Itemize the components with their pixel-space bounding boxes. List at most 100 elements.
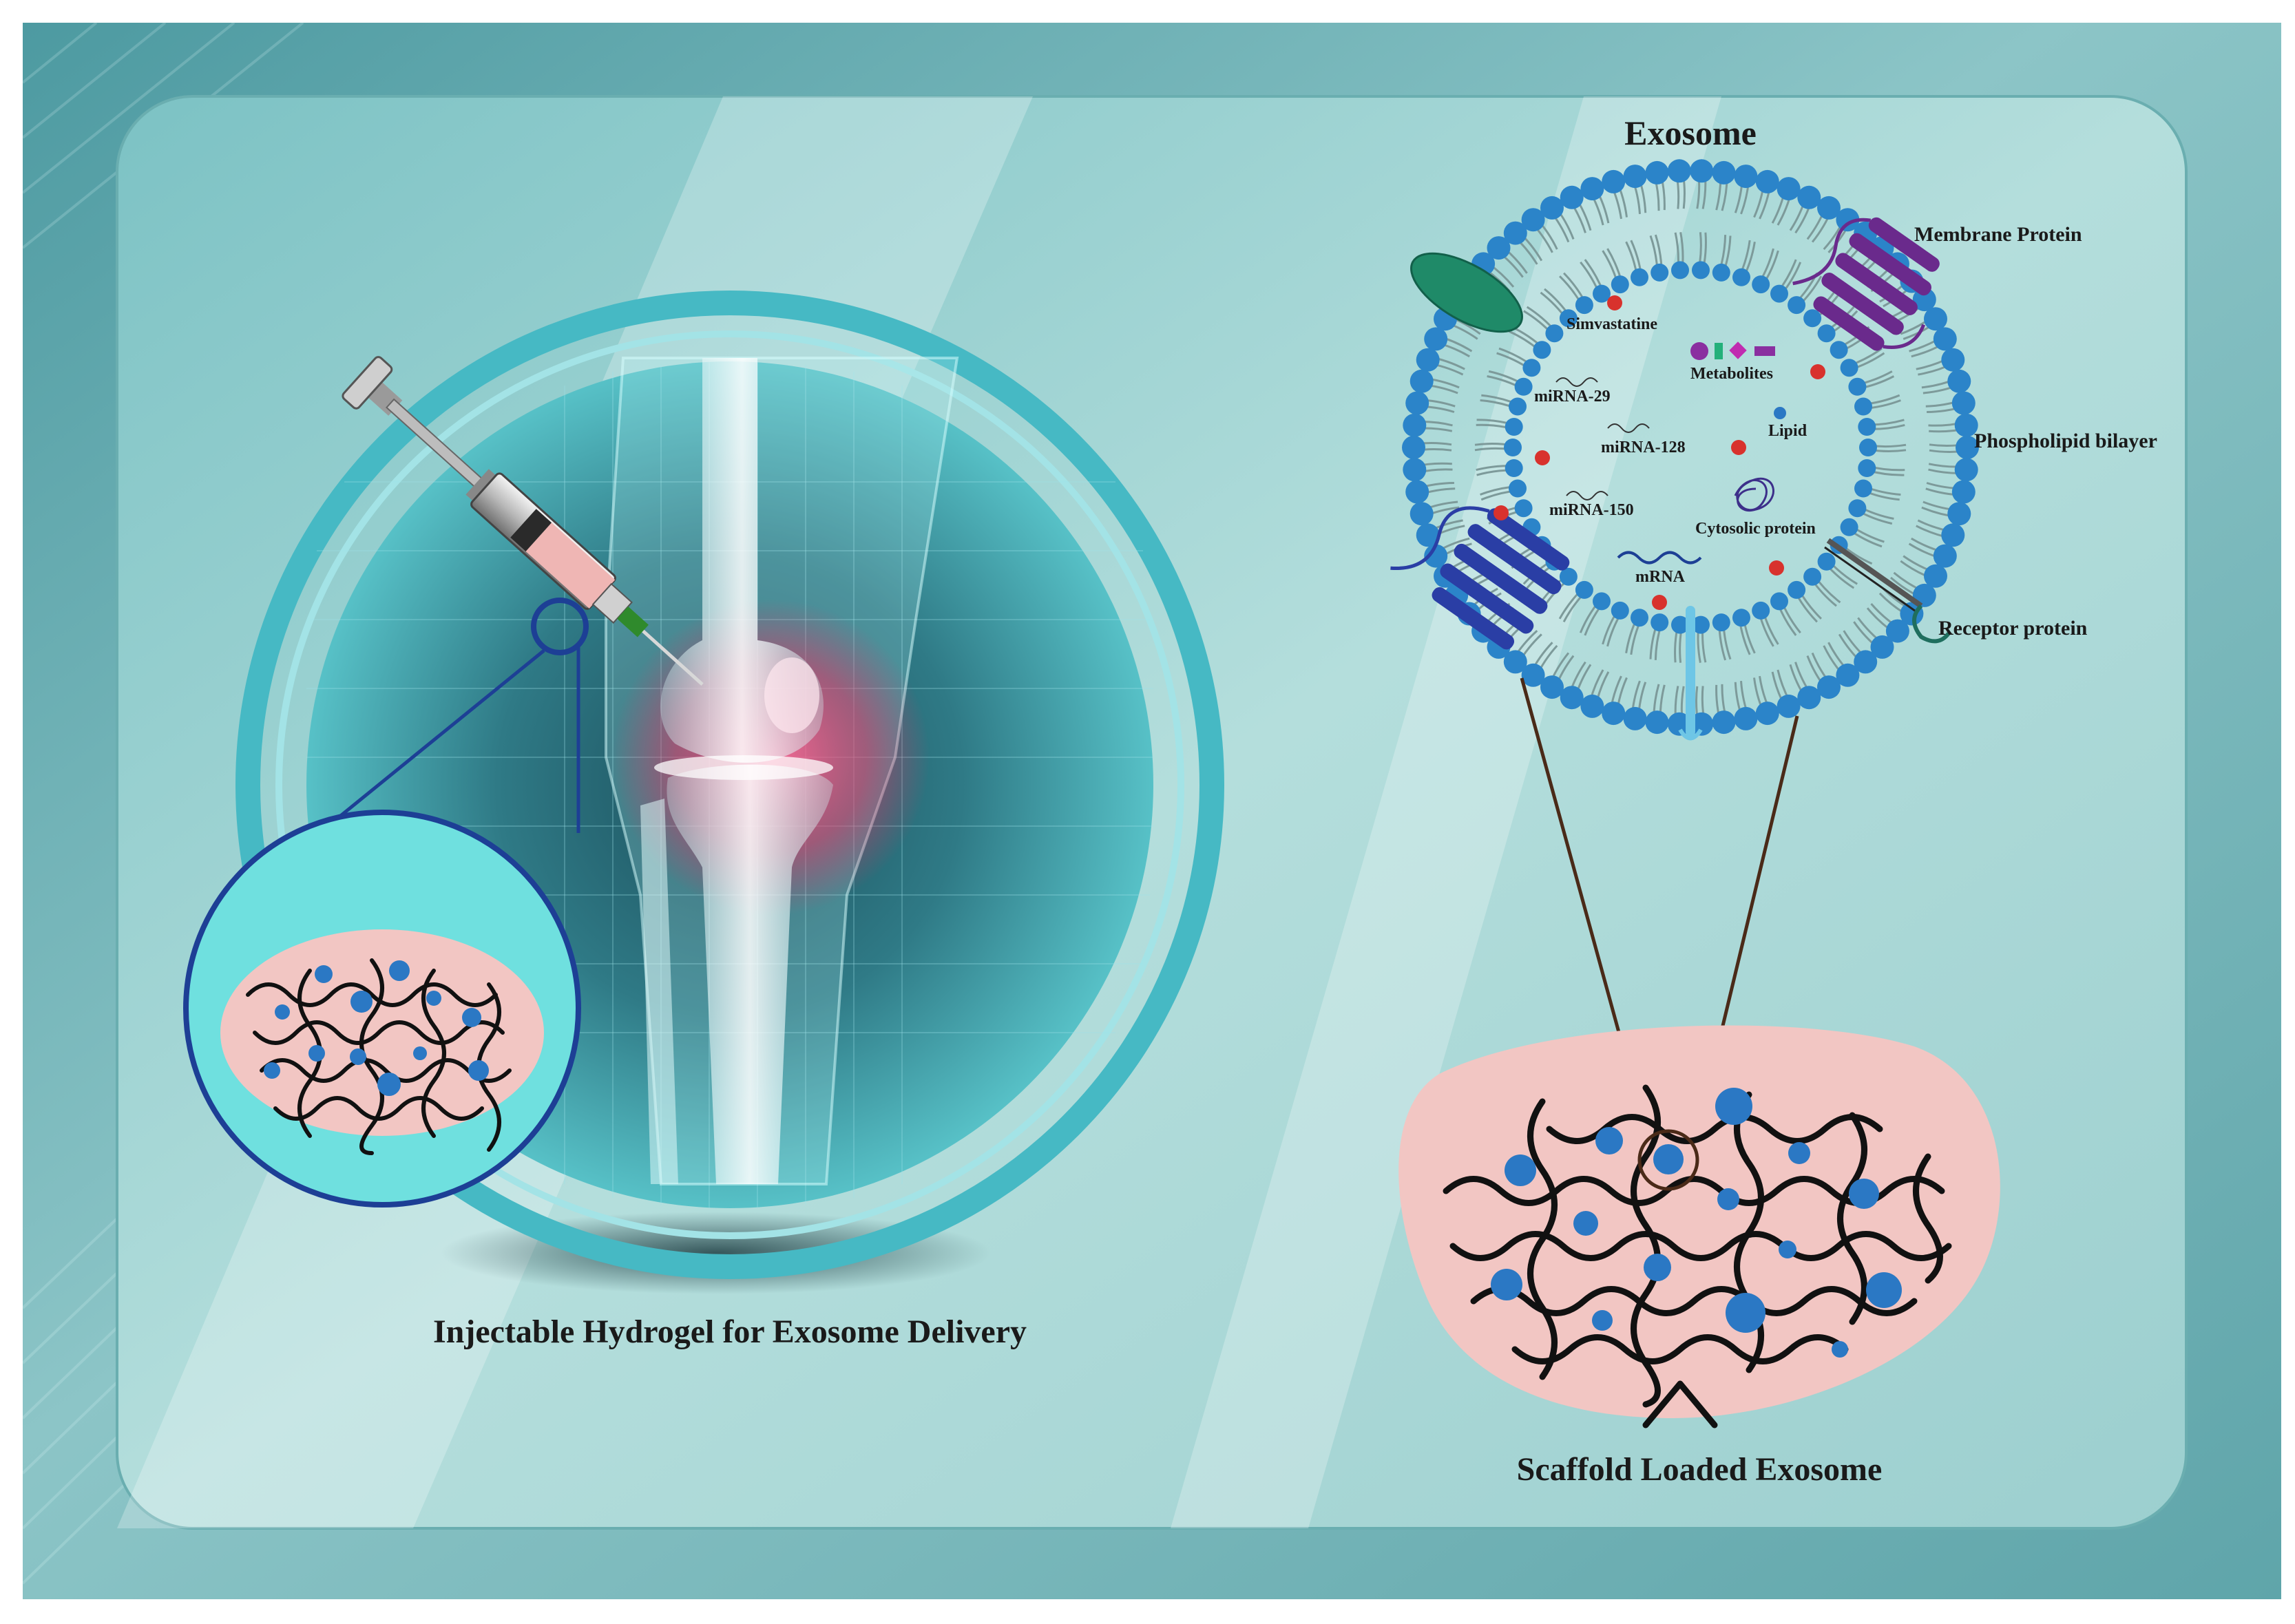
phospholipid-head (1402, 436, 1425, 459)
phospholipid-head (1848, 378, 1866, 396)
phospholipid-head (1410, 502, 1434, 525)
phospholipid-head (1671, 261, 1689, 279)
phospholipid-head (1756, 702, 1779, 725)
phospholipid-head (1854, 398, 1872, 416)
exosome-title: Exosome (1624, 114, 1757, 152)
phospholipid-head (1941, 523, 1964, 547)
phospholipid-head (1560, 686, 1584, 709)
phospholipid-head (1410, 370, 1434, 393)
phospholipid-head (1580, 177, 1604, 200)
lipid-dot (1774, 407, 1786, 419)
phospholipid-head (1841, 359, 1858, 377)
label-simvastatine: Simvastatine (1566, 315, 1657, 333)
phospholipid-head (1734, 707, 1757, 730)
phospholipid-head (1858, 459, 1876, 477)
phospholipid-head (1732, 268, 1750, 286)
phospholipid-head (1841, 518, 1858, 536)
phospholipid-head (1756, 170, 1779, 193)
phospholipid-head (1515, 378, 1533, 396)
patella (764, 657, 819, 733)
phospholipid-head (1624, 165, 1647, 188)
phospholipid-head (1947, 370, 1971, 393)
label-phospholipid-bilayer: Phospholipid bilayer (1974, 430, 2157, 452)
phospholipid-head (1522, 359, 1540, 377)
phospholipid-head (1646, 710, 1669, 734)
phospholipid-head (1803, 309, 1821, 327)
phospholipid-head (1848, 499, 1866, 517)
phospholipid-head (1690, 159, 1713, 182)
phospholipid-head (1631, 609, 1648, 626)
phospholipid-head (1924, 307, 1947, 330)
phospholipid-head (1580, 695, 1604, 718)
phospholipid-head (1934, 545, 1957, 568)
phospholipid-head (1602, 170, 1625, 193)
phospholipid-head (1540, 196, 1564, 220)
phospholipid-head (1941, 348, 1964, 372)
joint-space (654, 755, 833, 780)
label-lipid: Lipid (1768, 422, 1807, 440)
phospholipid-head (1403, 458, 1426, 481)
phospholipid-head (1854, 480, 1872, 498)
phospholipid-head (1650, 264, 1668, 282)
phospholipid-head (1712, 613, 1730, 631)
left-caption: Injectable Hydrogel for Exosome Delivery (433, 1314, 1027, 1350)
label-mirna-150: miRNA-150 (1549, 501, 1634, 519)
phospholipid-head (1770, 285, 1788, 303)
phospholipid-head (1817, 675, 1841, 699)
phospholipid-head (1797, 686, 1821, 709)
phospholipid-head (1830, 341, 1848, 359)
phospholipid-head (1505, 418, 1523, 436)
phospholipid-head (1509, 398, 1527, 416)
phospholipid-head (1818, 553, 1836, 571)
phospholipid-head (1533, 341, 1551, 359)
phospholipid-head (1405, 392, 1429, 415)
label-mrna: mRNA (1635, 568, 1686, 586)
phospholipid-head (1770, 592, 1788, 610)
phospholipid-head (1692, 261, 1710, 279)
phospholipid-head (1611, 602, 1629, 620)
label-mirna-128: miRNA-128 (1601, 439, 1686, 456)
phospholipid-head (1952, 481, 1976, 504)
label-membrane-protein: Membrane Protein (1914, 223, 2082, 246)
phospholipid-head (1575, 296, 1593, 314)
phospholipid-head (1818, 324, 1836, 342)
phospholipid-head (1803, 568, 1821, 586)
phospholipid-head (1955, 458, 1978, 481)
phospholipid-head (1403, 414, 1426, 437)
phospholipid-head (1631, 268, 1648, 286)
phospholipid-head (1712, 710, 1736, 734)
phospholipid-head (1934, 327, 1957, 350)
phospholipid-head (1650, 613, 1668, 631)
phospholipid-head (1545, 324, 1563, 342)
phospholipid-head (1752, 602, 1770, 620)
phospholipid-head (1611, 275, 1629, 293)
phospholipid-head (1560, 186, 1584, 209)
right-caption: Scaffold Loaded Exosome (1517, 1451, 1883, 1488)
phospholipid-head (1602, 702, 1625, 725)
phospholipid-head (1777, 177, 1801, 200)
phospholipid-head (1504, 439, 1522, 456)
phospholipid-head (1777, 695, 1801, 718)
phospholipid-head (1859, 439, 1877, 456)
phospholipid-head (1593, 592, 1611, 610)
label-mirna-29: miRNA-29 (1534, 388, 1611, 405)
phospholipid-head (1788, 581, 1805, 599)
phospholipid-head (1505, 459, 1523, 477)
phospholipid-head (1668, 159, 1691, 182)
phospholipid-head (1424, 327, 1447, 350)
label-metabolites: Metabolites (1690, 365, 1773, 383)
label-receptor-protein: Receptor protein (1938, 617, 2088, 640)
phospholipid-head (1797, 186, 1821, 209)
phospholipid-head (1858, 418, 1876, 436)
phospholipid-head (1734, 165, 1757, 188)
phospholipid-head (1624, 707, 1647, 730)
phospholipid-head (1732, 609, 1750, 626)
phospholipid-head (1712, 161, 1736, 184)
phospholipid-head (1416, 348, 1440, 372)
phospholipid-head (1509, 480, 1527, 498)
phospholipid-head (1575, 581, 1593, 599)
label-cytosolic-protein: Cytosolic protein (1695, 520, 1816, 538)
phospholipid-head (1947, 502, 1971, 525)
phospholipid-head (1712, 264, 1730, 282)
